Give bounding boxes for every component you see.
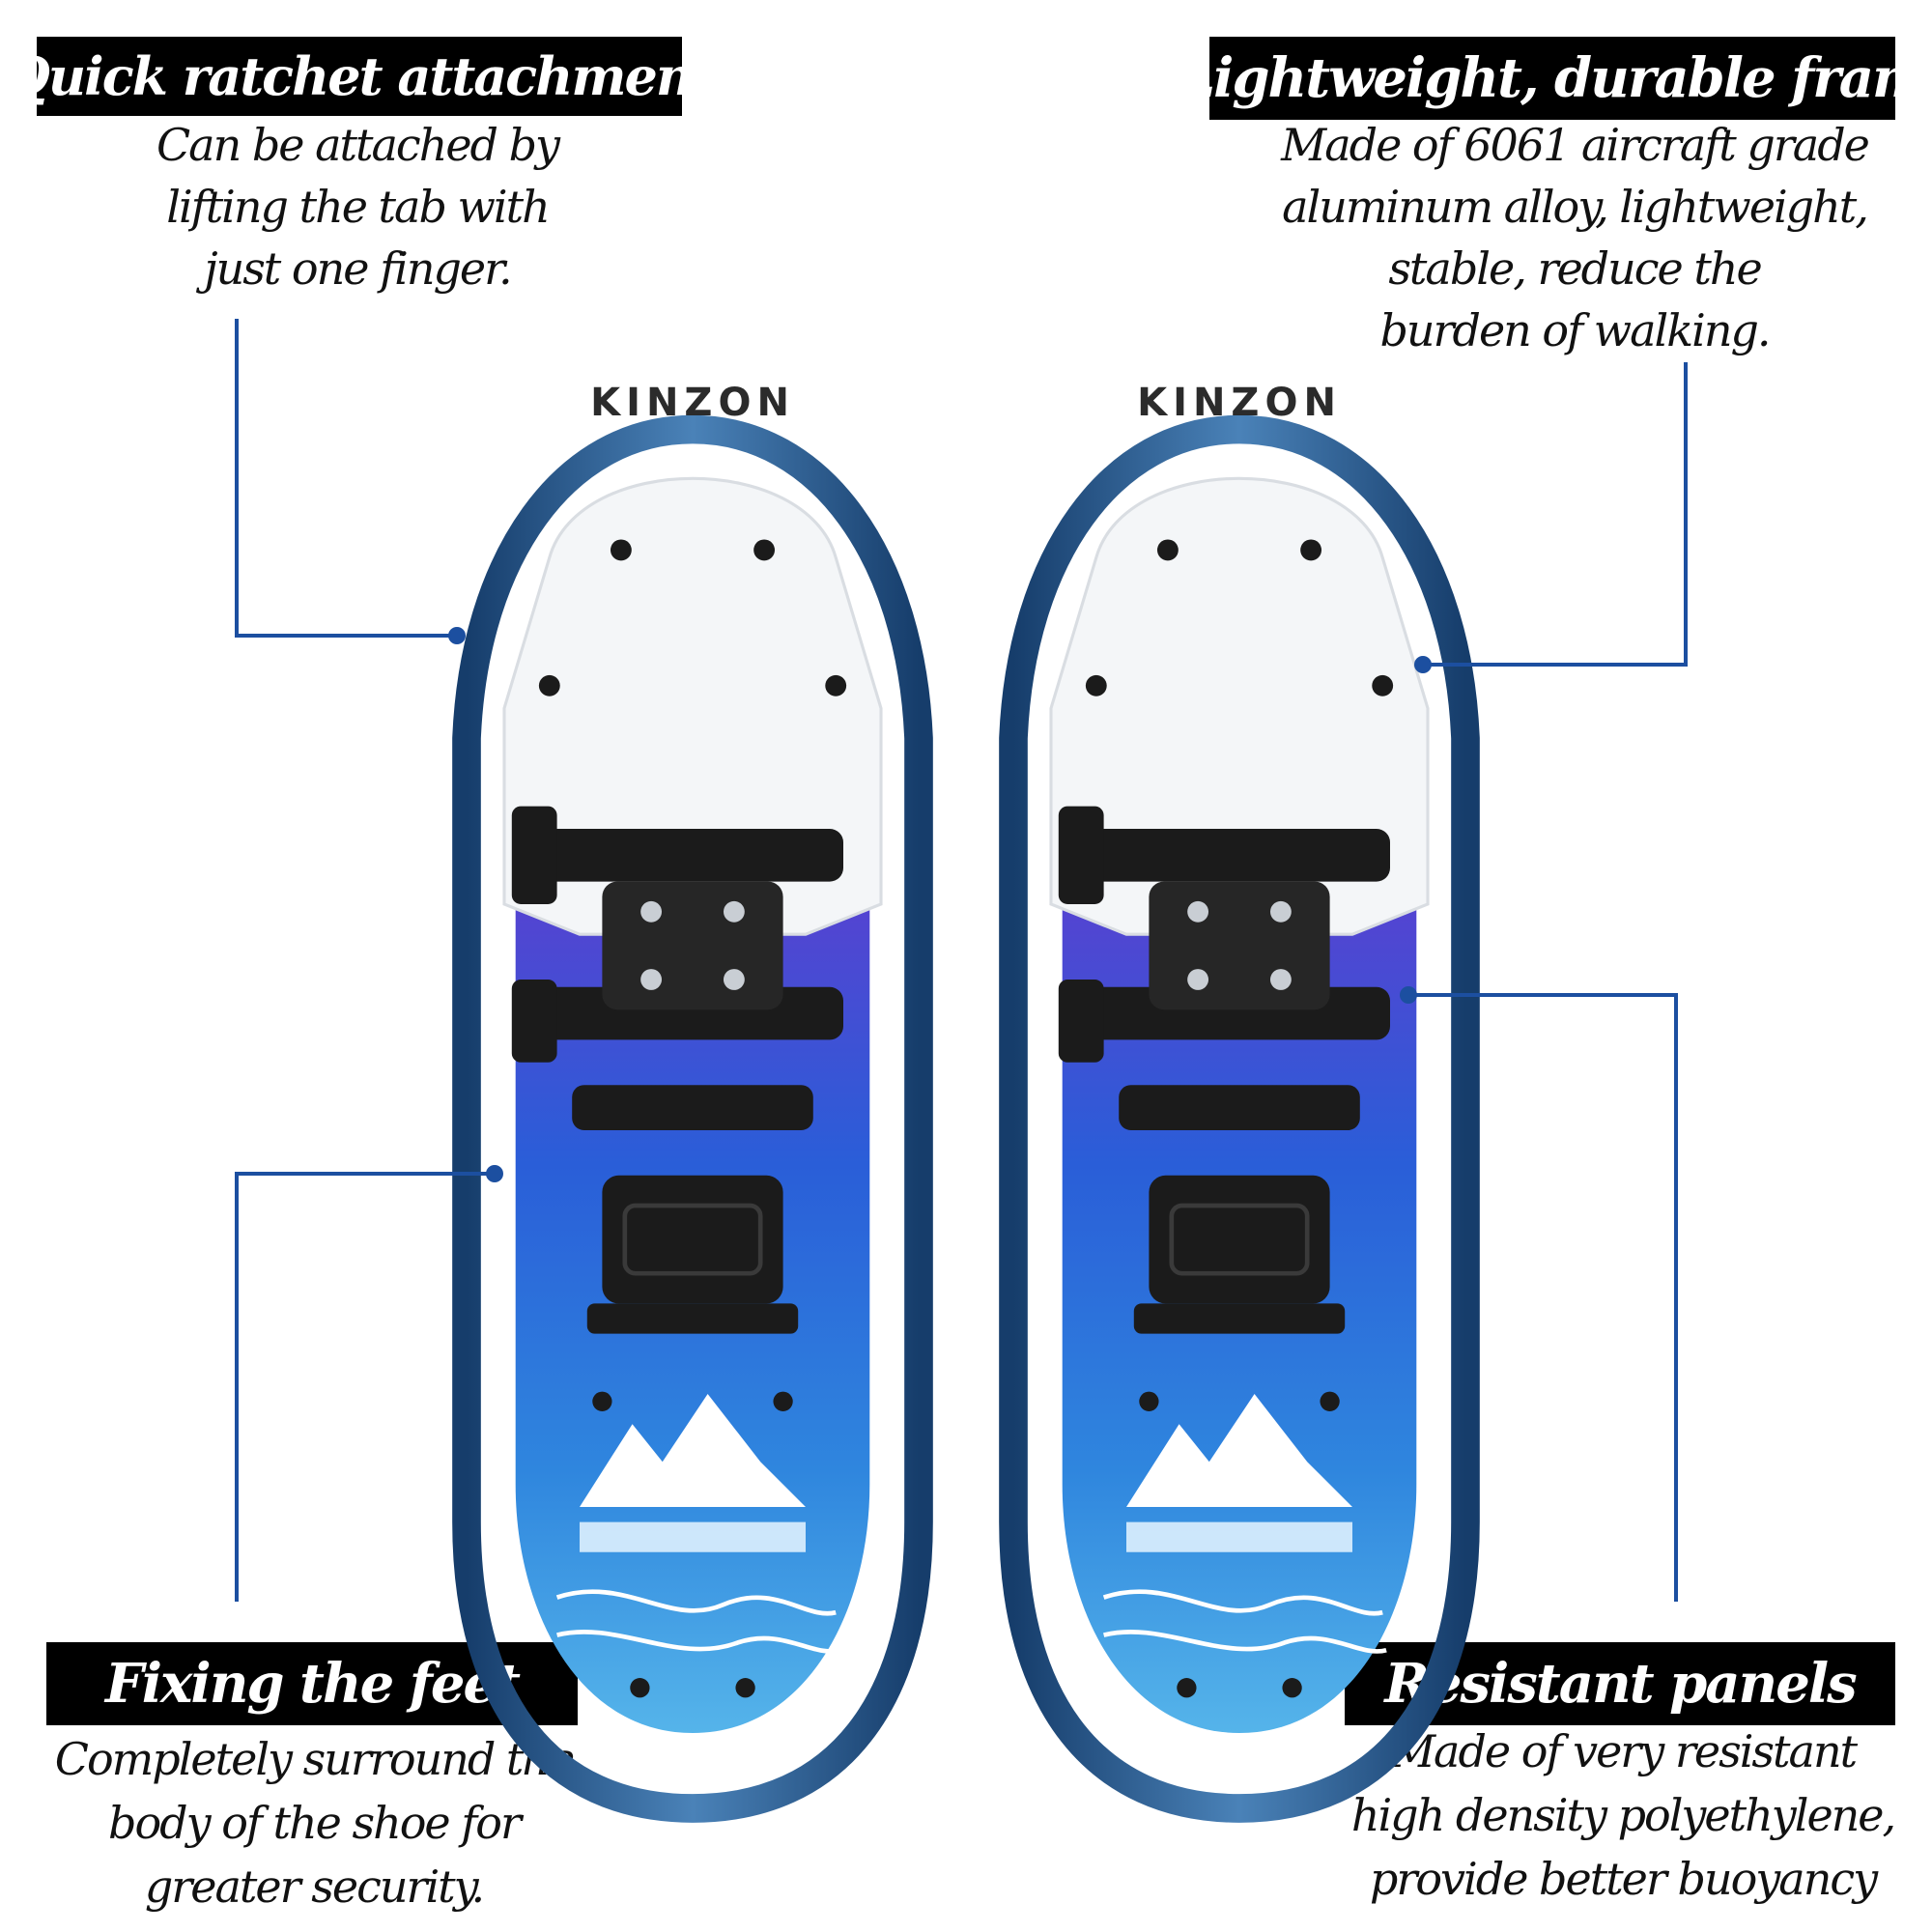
callout-title-lightweight-frame: Lightweight, durable fram: [1178, 37, 1929, 120]
leader-dot: [1414, 656, 1432, 673]
leader-dot: [1400, 986, 1417, 1004]
desc-line: provide better buoyancy: [1369, 1853, 1878, 1905]
callout-title-fixing-feet: Fixing the feet: [46, 1642, 578, 1725]
leader-line-lightweight-frame: [1423, 362, 1688, 667]
callout-desc-quick-ratchet: Can be attached by lifting the tab with …: [106, 114, 609, 299]
desc-line: Made of 6061 aircraft grade: [1281, 119, 1870, 171]
leader-line-resistant-panels: [1408, 993, 1678, 1602]
desc-line: stable, reduce the: [1388, 242, 1762, 295]
desc-line: just one finger.: [204, 242, 512, 295]
callout-desc-lightweight-frame: Made of 6061 aircraft grade aluminum all…: [1236, 114, 1913, 361]
desc-line: Can be attached by: [156, 119, 560, 171]
desc-line: greater security.: [144, 1861, 485, 1913]
callout-title-quick-ratchet: Quick ratchet attachment: [5, 37, 716, 116]
desc-line: aluminum alloy, lightweight,: [1282, 181, 1869, 233]
desc-line: high density polyethylene,: [1350, 1789, 1896, 1841]
desc-line: Completely surround the: [54, 1733, 575, 1785]
desc-line: body of the shoe for: [108, 1797, 522, 1849]
desc-line: lifting the tab with: [166, 181, 550, 233]
leader-line-fixing-feet: [235, 1172, 495, 1602]
desc-line: Made of very resistant: [1389, 1725, 1858, 1777]
leader-dot: [448, 627, 466, 644]
brand-logo-right: KINZON: [1137, 381, 1342, 425]
leader-dot: [486, 1165, 503, 1182]
desc-line: burden of walking.: [1379, 304, 1771, 356]
brand-logo-left: KINZON: [590, 381, 795, 425]
callout-desc-fixing-feet: Completely surround the body of the shoe…: [29, 1727, 599, 1918]
callout-desc-resistant-panels: Made of very resistant high density poly…: [1333, 1719, 1913, 1911]
leader-line-quick-ratchet: [235, 319, 457, 638]
